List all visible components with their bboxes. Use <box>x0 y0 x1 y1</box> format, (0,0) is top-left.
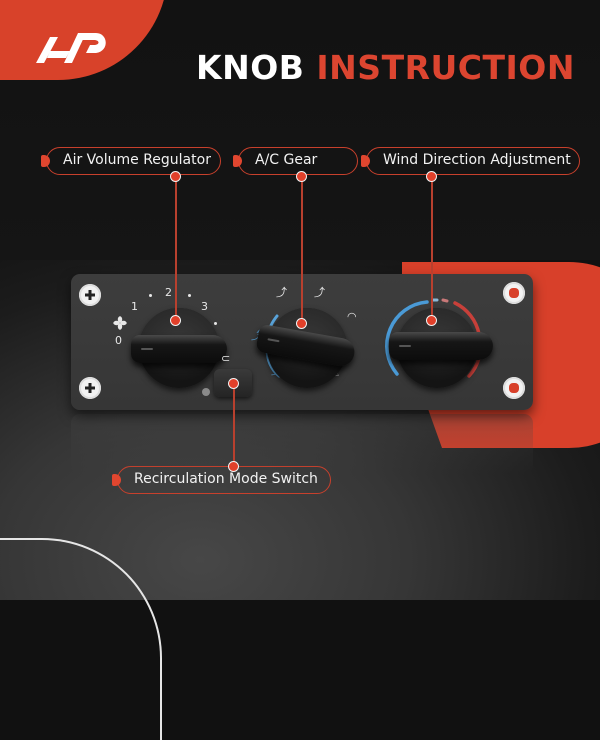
panel-reflection <box>71 414 533 474</box>
vent-face-icon: ⤴ <box>276 286 287 299</box>
tick-mark <box>214 322 217 325</box>
fan-speed-3: 3 <box>201 300 208 313</box>
ap-logo-icon <box>36 33 106 63</box>
vent-bilevel-icon: ⤴ <box>251 329 262 342</box>
screw-icon <box>79 377 101 399</box>
recirculation-icon: ⊂ <box>221 352 231 365</box>
callout-tab <box>41 155 50 167</box>
callout-recirculation: Recirculation Mode Switch <box>112 466 331 494</box>
tick-mark <box>188 294 191 297</box>
title-part1: KNOB <box>196 48 305 87</box>
leader-line <box>233 383 235 466</box>
wind-direction-knob[interactable] <box>389 332 493 360</box>
leader-line <box>431 175 433 320</box>
recirculation-led <box>202 388 210 396</box>
fan-speed-2: 2 <box>165 286 172 299</box>
callout-tab <box>112 474 121 486</box>
control-panel: 1 2 3 0 ⁑ ⤴ ⤴ ⤴ ⤴ ◠ ⌓ ⊂ <box>71 274 533 410</box>
fan-icon <box>113 316 127 330</box>
screw-icon <box>79 284 101 306</box>
callout-dot <box>228 461 239 472</box>
callout-tab <box>361 155 370 167</box>
callout-dot <box>426 171 437 182</box>
callout-label: Wind Direction Adjustment <box>383 152 571 168</box>
fan-speed-1: 1 <box>131 300 138 313</box>
button-dot <box>228 378 239 389</box>
knob-dot <box>426 315 437 326</box>
title-part2: INSTRUCTION <box>316 48 575 87</box>
knob-dot <box>170 315 181 326</box>
knob-dot <box>296 318 307 329</box>
callout-label: A/C Gear <box>255 152 318 168</box>
leader-line <box>175 175 177 320</box>
page-title: KNOB INSTRUCTION <box>196 48 575 88</box>
callout-dot <box>170 171 181 182</box>
screw-icon <box>503 282 525 304</box>
callout-label: Recirculation Mode Switch <box>134 471 318 487</box>
callout-tab <box>233 155 242 167</box>
windshield-floor-icon: ◠ <box>347 310 357 323</box>
callout-label: Air Volume Regulator <box>63 152 211 168</box>
callout-air-volume-regulator: Air Volume Regulator <box>41 147 221 175</box>
tick-mark <box>149 294 152 297</box>
leader-line <box>301 175 303 323</box>
callout-wind-direction: Wind Direction Adjustment <box>361 147 580 175</box>
callout-dot <box>296 171 307 182</box>
vent-face-floor-icon: ⤴ <box>314 286 325 299</box>
decorative-curve <box>0 538 162 740</box>
air-volume-knob[interactable] <box>131 335 227 363</box>
fan-speed-0: 0 <box>115 334 122 347</box>
screw-icon <box>503 377 525 399</box>
